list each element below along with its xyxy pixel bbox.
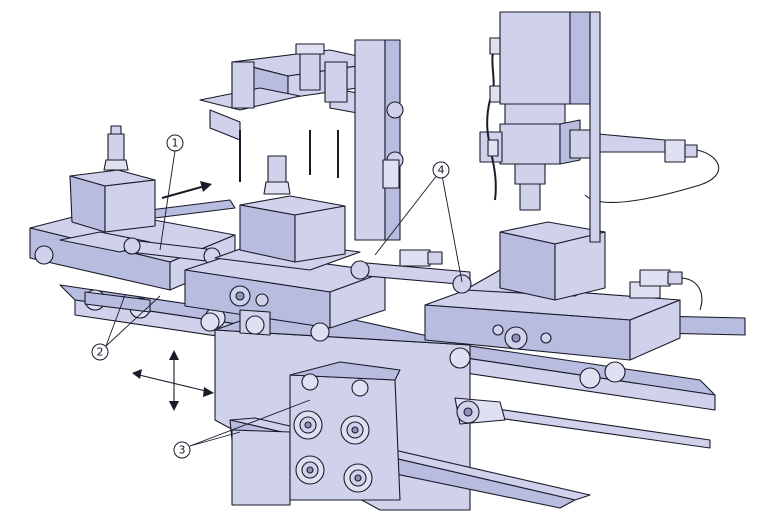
callout-4: 4 [432,161,450,179]
callout-1-leader [159,150,176,251]
callout-4-leader [374,169,442,256]
piston-rod [454,397,711,449]
callout-4-leader [440,169,463,283]
connecting-cylinder [350,249,472,294]
right-end-fittings [629,269,703,311]
motion-axes-arrows [132,350,214,411]
callout-2-leader [105,294,126,347]
right-carriage [424,221,681,389]
callout-3-leader [189,399,311,447]
callout-3: 3 [173,441,191,459]
callout-3-leader [189,431,241,447]
callout-2-leader [105,295,161,347]
drill-head [199,39,404,241]
callout-label: 2 [97,346,104,359]
spindle-motor [479,11,720,243]
feed-direction-arrow [161,181,212,199]
callout-label: 3 [179,444,186,457]
roller-plate [289,361,401,501]
callout-1: 1 [166,134,184,152]
callout-label: 1 [172,137,179,150]
callout-2: 2 [91,343,109,361]
callout-label: 4 [438,164,445,177]
center-carriage [184,155,386,342]
roller-wheel [293,373,373,493]
